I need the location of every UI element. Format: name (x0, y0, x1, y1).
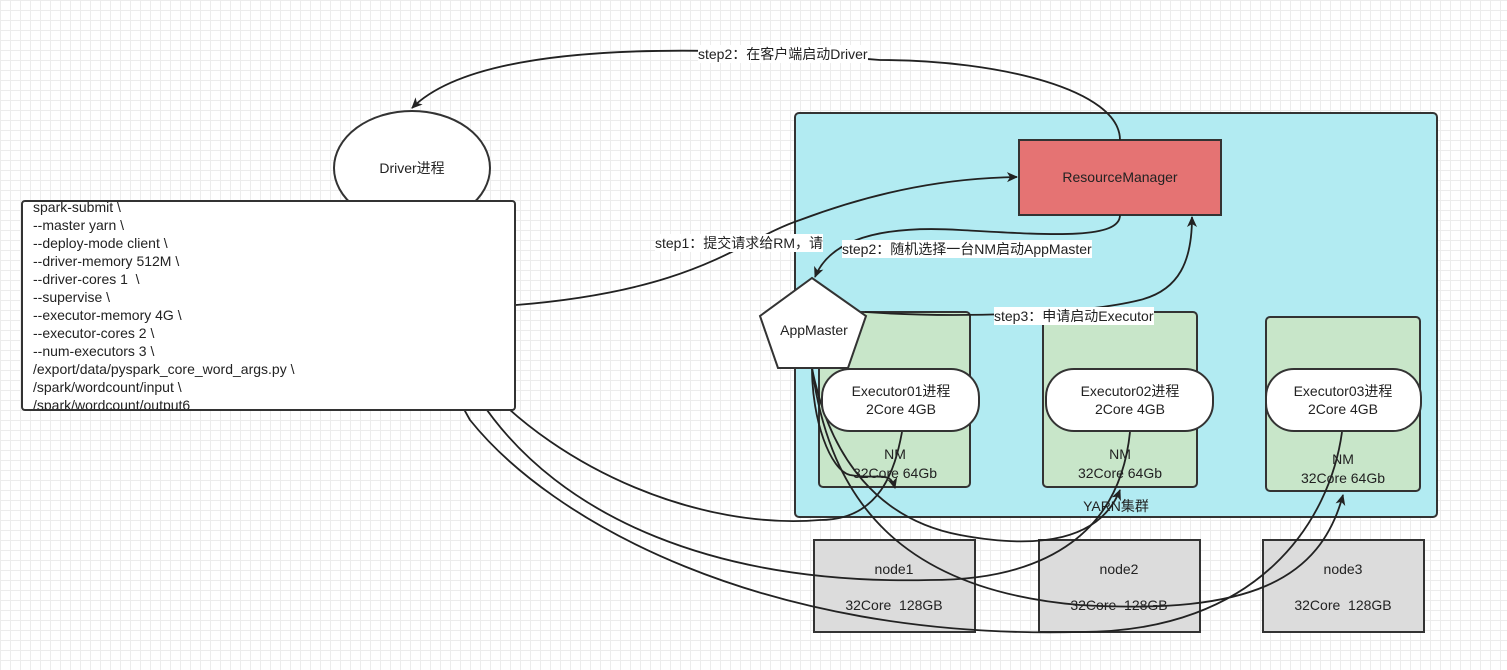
edge-label-rm-to-driver: step2：在客户端启动Driver (698, 45, 868, 63)
resource-manager-label: ResourceManager (1062, 169, 1178, 185)
command-line: spark-submit \ (33, 200, 121, 215)
edge-label-start-am: step2：随机选择一台NM启动AppMaster (842, 240, 1092, 258)
app-master-shape (758, 276, 868, 369)
nm2-title: NM (1109, 446, 1131, 462)
driver-label: Driver进程 (379, 160, 444, 176)
command-line: /export/data/pyspark_core_word_args.py \ (33, 361, 295, 377)
executor3-box (1265, 368, 1422, 432)
nm3-title: NM (1332, 451, 1354, 467)
nm1-spec: 32Core 64Gb (853, 465, 937, 481)
node1-name: node1 (875, 561, 914, 577)
executor1-box (821, 368, 980, 432)
command-line: --executor-memory 4G \ (33, 307, 182, 323)
command-line: --master yarn \ (33, 217, 125, 233)
node3-name: node3 (1324, 561, 1363, 577)
nm2-spec: 32Core 64Gb (1078, 465, 1162, 481)
command-line: --deploy-mode client \ (33, 235, 168, 251)
executor3-name: Executor03进程 (1294, 383, 1393, 399)
edge-label-submit: step1：提交请求给RM，请 (655, 234, 824, 252)
command-line: --driver-cores 1 \ (33, 271, 140, 287)
app-master-label: AppMaster (780, 322, 848, 338)
node2-spec: 32Core 128GB (1070, 597, 1167, 613)
node2-name: node2 (1100, 561, 1139, 577)
executor2-box (1045, 368, 1214, 432)
cluster-label: YARN集群 (1083, 498, 1149, 514)
spark-submit-command-box: spark-submit \ --master yarn \ --deploy-… (21, 200, 516, 411)
command-line: --driver-memory 512M \ (33, 253, 180, 269)
edge-request-exec (864, 216, 1197, 316)
node1-box (813, 539, 976, 633)
command-line: --num-executors 3 \ (33, 343, 155, 359)
command-line: --supervise \ (33, 289, 111, 305)
edge-start-am (814, 214, 1121, 278)
executor1-name: Executor01进程 (852, 383, 951, 399)
edge-am-to-node3 (811, 367, 1346, 608)
node3-box (1262, 539, 1425, 633)
edge-am-to-node1 (811, 367, 898, 489)
executor2-spec: 2Core 4GB (1095, 401, 1165, 417)
command-line: --executor-cores 2 \ (33, 325, 155, 341)
command-line: /spark/wordcount/output6 (33, 397, 191, 411)
executor2-name: Executor02进程 (1081, 383, 1180, 399)
command-line: /spark/wordcount/input \ (33, 379, 182, 395)
edge-submit (515, 172, 1018, 306)
edge-label-request-exec: step3：申请启动Executor (994, 307, 1154, 325)
edge-am-to-node2 (811, 367, 1121, 543)
nm3-spec: 32Core 64Gb (1301, 470, 1385, 486)
executor3-spec: 2Core 4GB (1308, 401, 1378, 417)
node2-box (1038, 539, 1201, 633)
node1-spec: 32Core 128GB (845, 597, 942, 613)
executor1-spec: 2Core 4GB (866, 401, 936, 417)
node3-spec: 32Core 128GB (1294, 597, 1391, 613)
nm1-title: NM (884, 446, 906, 462)
